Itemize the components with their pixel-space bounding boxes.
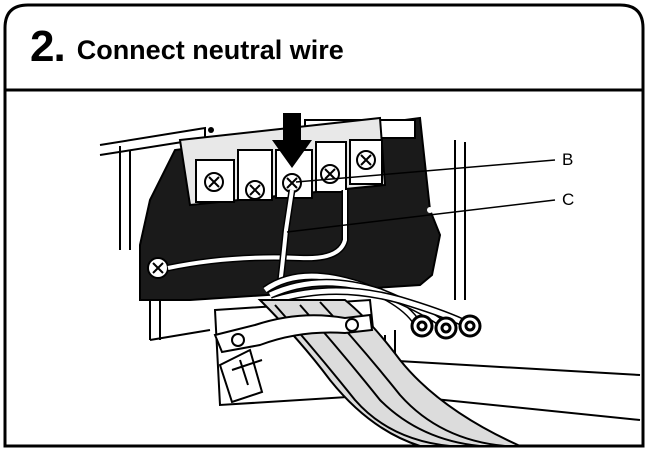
step-number: 2. — [30, 22, 66, 71]
callout-c-leader — [286, 199, 556, 233]
power-wires — [262, 272, 464, 326]
cord-clamp — [213, 313, 374, 404]
callout-b-leader — [295, 159, 556, 183]
ring-terminals — [410, 314, 482, 340]
step-title: Connect neutral wire — [76, 34, 344, 65]
callout-c-label: C — [562, 190, 575, 209]
callout-b-label: B — [562, 150, 574, 169]
arrow-down-icon — [272, 113, 312, 168]
step-header: 2. Connect neutral wire — [4, 4, 642, 90]
